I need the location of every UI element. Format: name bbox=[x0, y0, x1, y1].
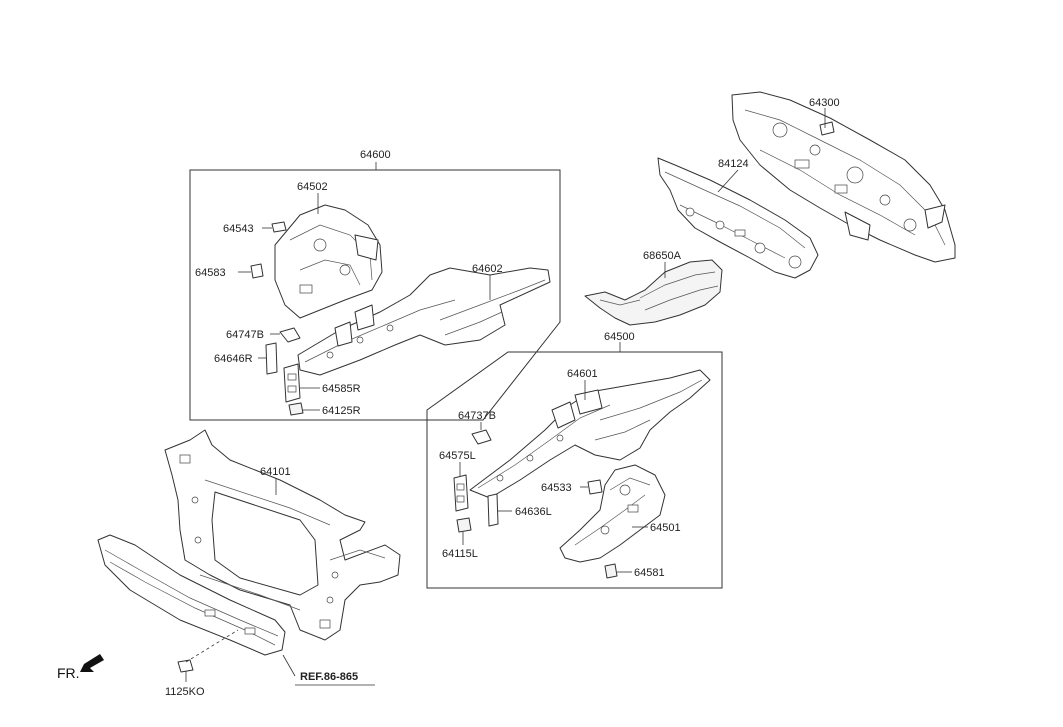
front-direction-indicator: FR. bbox=[57, 654, 104, 681]
label-64636L: 64636L bbox=[515, 506, 552, 518]
cowl-insulator-84124[interactable] bbox=[657, 157, 819, 279]
dash-panel-64300[interactable] bbox=[731, 91, 956, 263]
bumper-beam[interactable] bbox=[97, 534, 286, 656]
side-member-64601[interactable] bbox=[469, 369, 711, 499]
ref-label: REF.86-865 bbox=[300, 671, 358, 683]
group-box-64500 bbox=[426, 351, 723, 589]
front-arrow-icon bbox=[80, 654, 104, 672]
label-64583: 64583 bbox=[195, 267, 226, 279]
label-64602: 64602 bbox=[472, 263, 503, 275]
label-64646R: 64646R bbox=[214, 353, 253, 365]
leader-84124 bbox=[717, 169, 739, 193]
label-64101: 64101 bbox=[260, 466, 291, 478]
label-68650A: 68650A bbox=[643, 250, 682, 262]
heat-protector-68650A[interactable] bbox=[584, 259, 723, 326]
bracket-64737B[interactable] bbox=[471, 429, 492, 445]
label-64501: 64501 bbox=[650, 522, 681, 534]
bracket-64747B[interactable] bbox=[279, 327, 301, 343]
label-64601: 64601 bbox=[567, 368, 598, 380]
label-64300: 64300 bbox=[809, 97, 840, 109]
label-64533: 64533 bbox=[541, 482, 572, 494]
label-64585R: 64585R bbox=[322, 383, 361, 395]
bolt-64533[interactable] bbox=[587, 479, 603, 495]
label-64737B: 64737B bbox=[458, 410, 496, 422]
wheel-house-64501[interactable] bbox=[559, 464, 666, 563]
label-64500: 64500 bbox=[604, 331, 635, 343]
fr-label: FR. bbox=[57, 665, 80, 681]
label-64115L: 64115L bbox=[442, 548, 478, 560]
reinforcement-64575L[interactable] bbox=[453, 474, 469, 512]
label-64502: 64502 bbox=[297, 181, 328, 193]
label-64125R: 64125R bbox=[322, 405, 361, 417]
plate-64646R[interactable] bbox=[265, 342, 278, 375]
block-64115L[interactable] bbox=[456, 517, 472, 533]
reinforcement-64585R[interactable] bbox=[283, 363, 301, 403]
label-64581: 64581 bbox=[634, 567, 665, 579]
label-64575L: 64575L bbox=[439, 450, 476, 462]
leader-1125KO-dashed bbox=[185, 629, 239, 663]
bracket-64543[interactable] bbox=[271, 221, 287, 233]
label-1125KO: 1125KO bbox=[165, 686, 205, 698]
plate-64636L[interactable] bbox=[487, 493, 499, 527]
group-box-64600 bbox=[189, 169, 561, 421]
label-84124: 84124 bbox=[718, 158, 749, 170]
label-64747B: 64747B bbox=[226, 329, 264, 341]
label-64543: 64543 bbox=[223, 223, 254, 235]
label-64600: 64600 bbox=[360, 149, 391, 161]
carrier-64101[interactable] bbox=[164, 429, 401, 641]
bolt-1125KO[interactable] bbox=[177, 659, 194, 682]
clip-64581[interactable] bbox=[604, 563, 618, 579]
block-64125R[interactable] bbox=[288, 402, 304, 416]
clip-64583[interactable] bbox=[250, 263, 264, 279]
side-member-64602[interactable] bbox=[297, 267, 551, 376]
leader-ref bbox=[282, 654, 296, 677]
wheel-house-64502[interactable] bbox=[274, 204, 383, 319]
